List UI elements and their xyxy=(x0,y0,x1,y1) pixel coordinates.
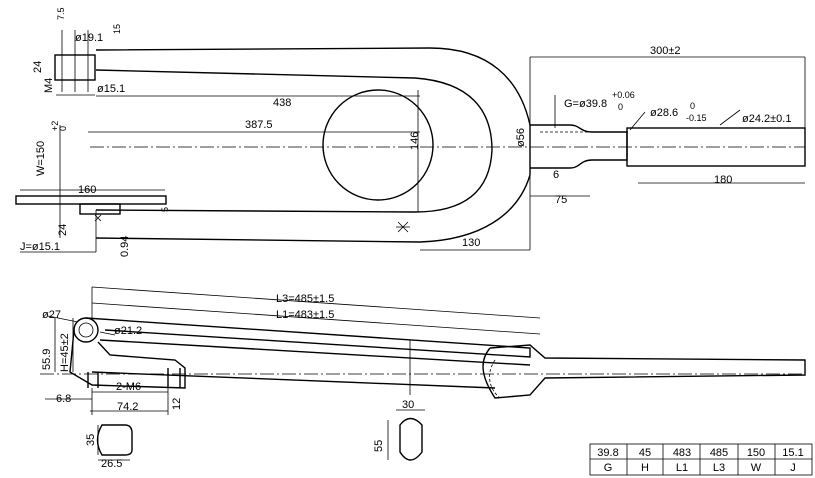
fork-outline-outer xyxy=(95,47,531,243)
dim-phi-27: ø27 xyxy=(42,309,61,321)
dim-6: 6 xyxy=(553,169,559,181)
dim-30: 30 xyxy=(402,399,414,411)
dim-w-150: W=150 xyxy=(35,141,47,176)
steerer-tube xyxy=(626,127,806,167)
section-blade xyxy=(399,417,423,461)
dim-phi-19-1: ø19.1 xyxy=(75,32,103,44)
dim-12: 12 xyxy=(171,398,183,410)
dim-j-phi: J=ø15.1 xyxy=(20,241,60,253)
dim-g-phi: G=ø39.8 xyxy=(564,98,607,110)
dim-55-9: 55.9 xyxy=(41,349,53,370)
side-view: L3=485±1.5 L1=483±1.5 ø27 ø21.2 55.9 H=4… xyxy=(40,286,806,470)
spec-value-l1: 483 xyxy=(673,447,691,459)
weld-mark xyxy=(396,221,410,233)
dim-24-bottom: 24 xyxy=(57,224,69,236)
spec-value-j: 15.1 xyxy=(782,447,803,459)
dim-2-m6: 2-M6 xyxy=(116,381,141,393)
dim-g-tol-up: +0.06 xyxy=(612,90,635,100)
dim-5: 5 xyxy=(160,207,170,212)
dim-phi-15-1: ø15.1 xyxy=(97,83,125,95)
dim-35: 35 xyxy=(85,434,97,446)
side-blade-lower xyxy=(91,339,531,389)
side-blade-upper xyxy=(85,317,531,358)
dim-55: 55 xyxy=(373,440,385,452)
dim-7-5: 7.5 xyxy=(56,7,66,20)
spec-value-g: 39.8 xyxy=(597,447,618,459)
dim-26-5: 26.5 xyxy=(101,458,122,470)
top-view: 7.5 15 ø19.1 24 M4 ø15.1 438 387.5 146 ø… xyxy=(15,7,806,257)
dim-180: 180 xyxy=(714,174,732,186)
dim-300: 300±2 xyxy=(650,45,681,57)
dim-g-tol-low: 0 xyxy=(618,102,623,112)
dim-438: 438 xyxy=(273,97,291,109)
dim-h-45: H=45±2 xyxy=(59,333,71,372)
dim-74-2: 74.2 xyxy=(117,401,138,413)
spec-label-h: H xyxy=(641,462,649,474)
dim-l3: L3=485±1.5 xyxy=(276,293,334,305)
spec-label-l3: L3 xyxy=(713,462,725,474)
spec-label-w: W xyxy=(751,462,762,474)
fork-outline-inner xyxy=(95,69,493,213)
dim-146: 146 xyxy=(409,132,421,150)
dim-phi-56: ø56 xyxy=(515,128,527,147)
spec-value-w: 150 xyxy=(747,447,765,459)
dim-m4: M4 xyxy=(43,78,55,93)
dim-phi-24-2: ø24.2±0.1 xyxy=(742,113,791,125)
crown xyxy=(530,124,628,169)
dim-phi-28-6: ø28.6 xyxy=(650,107,678,119)
dim-24-top: 24 xyxy=(32,61,44,73)
spec-label-l1: L1 xyxy=(676,462,688,474)
section-dropout xyxy=(96,424,133,456)
spec-label-j: J xyxy=(790,462,796,474)
spec-label-g: G xyxy=(604,462,613,474)
dim-130: 130 xyxy=(462,237,480,249)
dim-phi-28-tol-low: -0.15 xyxy=(686,113,707,123)
spec-value-l3: 485 xyxy=(710,447,728,459)
dim-15-top: 15 xyxy=(112,24,122,34)
dim-387-5: 387.5 xyxy=(245,119,273,131)
spec-value-h: 45 xyxy=(639,447,651,459)
dim-6-8: 6.8 xyxy=(56,393,71,405)
dim-w-tol-up: +2 xyxy=(50,121,60,131)
dim-75: 75 xyxy=(555,194,567,206)
dim-w-tol-low: 0 xyxy=(58,126,68,131)
dim-160: 160 xyxy=(78,184,96,196)
wheel-circle xyxy=(322,89,434,201)
dropout-plate xyxy=(15,195,167,205)
dim-phi-21-2: ø21.2 xyxy=(114,325,142,337)
dim-phi-28-tol-up: 0 xyxy=(690,101,695,111)
spec-table: 39.8 45 483 485 150 15.1 G H L1 L3 W J xyxy=(589,443,813,476)
dim-l1: L1=483±1.5 xyxy=(276,309,334,321)
dim-0-94: 0.94 xyxy=(119,236,131,257)
side-crown xyxy=(482,344,806,399)
